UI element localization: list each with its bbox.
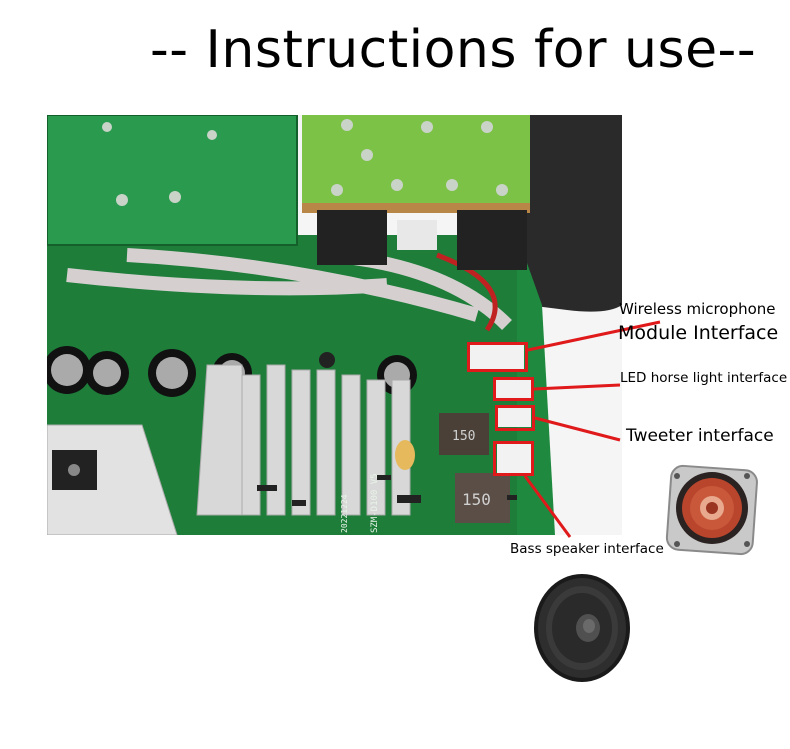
led-connector-highlight [493,377,534,401]
bass-label: Bass speaker interface [510,541,664,557]
inductor-label-2: 150 [462,490,491,509]
wireless-module-connector-highlight [467,342,528,372]
board-date-text: 20221224 [340,494,349,533]
tweeter-connector-highlight [495,405,535,431]
pcb-board-photo: SZM-D100 V5 20221224 150 150 [47,115,622,535]
bass-speaker-image [534,574,630,682]
page-title: -- Instructions for use-- [150,20,757,80]
wireless-label-line1: Wireless microphone [619,300,776,318]
wireless-label-line2: Module Interface [618,322,779,344]
inductor-label-1: 150 [452,429,475,444]
led-label: LED horse light interface [620,370,788,386]
board-model-text: SZM-D100 V5 [370,473,380,533]
tweeter-label: Tweeter interface [626,426,774,446]
tweeter-speaker-image [665,464,758,556]
bass-connector-highlight [493,441,534,476]
